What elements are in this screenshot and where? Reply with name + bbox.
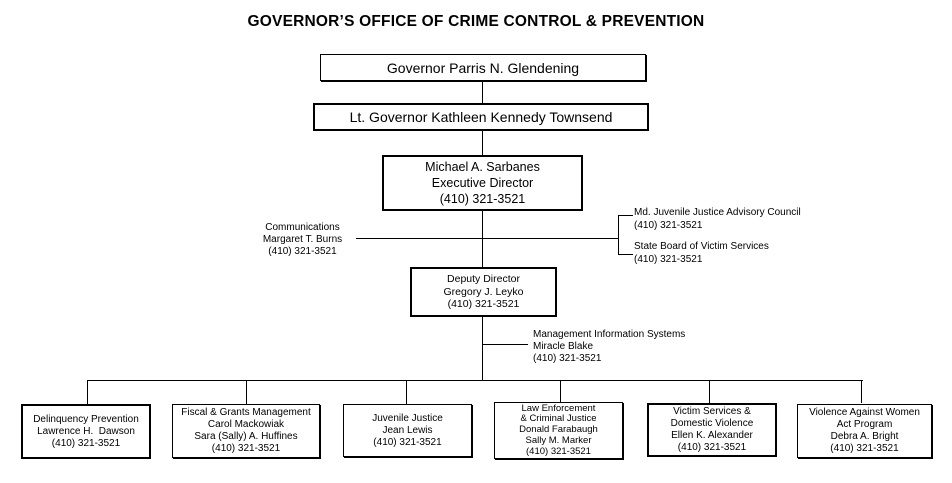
node-state-board-of-victim-services: State Board of Victim Services (410) 321… — [634, 241, 769, 265]
node-governor-label: Governor Parris N. Glendening — [386, 59, 580, 76]
node-law-enforcement-criminal-justice: Law Enforcement & Criminal Justice Donal… — [494, 402, 623, 459]
branch-communications-advisory — [356, 238, 618, 239]
node-violence-against-women-act-program: Violence Against Women Act Program Debra… — [797, 404, 932, 458]
drop-fiscal-grants — [246, 380, 247, 404]
node-governor: Governor Parris N. Glendening — [320, 54, 646, 81]
branch-management-information-systems — [483, 344, 528, 345]
node-lt-governor-label: Lt. Governor Kathleen Kennedy Townsend — [349, 109, 613, 125]
node-violence-against-women-act-program-label: Violence Against Women Act Program Debra… — [809, 407, 920, 454]
node-executive-director-label: Michael A. Sarbanes Executive Director (… — [425, 160, 540, 206]
node-delinquency-prevention: Delinquency Prevention Lawrence H. Dawso… — [21, 404, 151, 459]
node-deputy-director: Deputy Director Gregory J. Leyko (410) 3… — [410, 267, 557, 317]
connector-governor-ltgovernor — [482, 81, 483, 103]
node-victim-services-domestic-violence: Victim Services & Domestic Violence Elle… — [647, 403, 777, 457]
bottom-rail — [87, 380, 863, 381]
drop-juvenile-justice — [406, 380, 407, 404]
drop-violence-against-women — [861, 380, 862, 403]
node-fiscal-grants-management-label: Fiscal & Grants Management Carol Mackowi… — [181, 407, 311, 454]
drop-victim-services — [709, 380, 710, 403]
connector-ltgovernor-executive — [482, 130, 483, 155]
node-victim-services-domestic-violence-label: Victim Services & Domestic Violence Elle… — [670, 406, 754, 453]
node-juvenile-justice-label: Juvenile Justice Jean Lewis (410) 321-35… — [372, 412, 443, 448]
org-chart-title: GOVERNOR’S OFFICE OF CRIME CONTROL & PRE… — [247, 13, 705, 30]
node-delinquency-prevention-label: Delinquency Prevention Lawrence H. Dawso… — [33, 413, 139, 449]
bracket-tick-md-council — [618, 215, 633, 216]
connector-executive-deputy — [482, 211, 483, 267]
node-communications: Communications Margaret T. Burns (410) 3… — [262, 222, 343, 257]
node-management-information-systems: Management Information Systems Miracle B… — [533, 329, 686, 364]
node-fiscal-grants-management: Fiscal & Grants Management Carol Mackowi… — [172, 404, 320, 458]
bracket-tick-state-board — [618, 254, 633, 255]
drop-delinquency-prevention — [87, 380, 88, 404]
drop-law-enforcement — [560, 380, 561, 402]
node-juvenile-justice: Juvenile Justice Jean Lewis (410) 321-35… — [343, 404, 472, 457]
node-law-enforcement-criminal-justice-label: Law Enforcement & Criminal Justice Donal… — [519, 402, 598, 457]
node-deputy-director-label: Deputy Director Gregory J. Leyko (410) 3… — [443, 273, 524, 311]
node-md-juvenile-justice-advisory-council: Md. Juvenile Justice Advisory Council (4… — [634, 207, 801, 231]
connector-deputy-bottomrail — [482, 317, 483, 380]
node-executive-director: Michael A. Sarbanes Executive Director (… — [382, 155, 583, 211]
bracket-advisory-vertical — [618, 215, 619, 255]
node-lt-governor: Lt. Governor Kathleen Kennedy Townsend — [313, 103, 649, 131]
